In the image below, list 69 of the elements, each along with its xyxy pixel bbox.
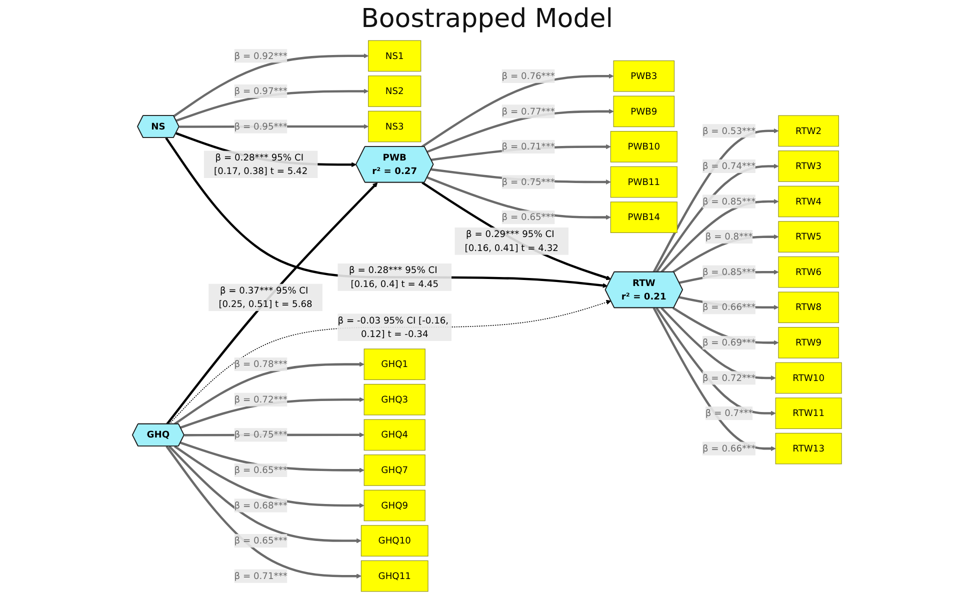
- edge-label: β = 0.71***: [502, 141, 555, 152]
- node-box: GHQ3: [364, 384, 426, 416]
- edge-label: β = 0.85***: [702, 266, 756, 278]
- edge-label: β = 0.8***: [705, 231, 753, 242]
- node-box: PWB9: [613, 96, 675, 128]
- edge-label: β = 0.97***: [234, 86, 288, 96]
- node-box: GHQ11: [360, 560, 428, 592]
- node-box: RTW8: [778, 292, 839, 324]
- edge-label: β = 0.65***: [502, 212, 555, 222]
- arrow: [422, 182, 612, 280]
- edge-label: β = 0.28*** 95% CI [0.17, 0.38] t = 5.42: [214, 152, 308, 176]
- arrow: [660, 307, 776, 380]
- edge-label: β = 0.95***: [234, 120, 288, 132]
- edge-label: β = 0.65***: [234, 464, 288, 476]
- node-box: PWB11: [610, 166, 678, 198]
- node-box: PWB3: [613, 60, 675, 92]
- edge-label: β = 0.72***: [702, 372, 756, 384]
- arrow: [174, 445, 364, 508]
- node-box: PWB14: [610, 202, 678, 233]
- node-box: RTW5: [778, 221, 839, 252]
- arrow: [166, 446, 362, 579]
- edge-label: β = 0.74***: [702, 160, 756, 172]
- edge-label: β = 0.72***: [234, 394, 288, 405]
- node-box: RTW11: [775, 398, 842, 429]
- node-box: RTW13: [775, 432, 842, 464]
- node-box: NS1: [368, 40, 422, 72]
- arrow: [173, 53, 369, 118]
- edge-label: β = 0.53***: [702, 125, 756, 136]
- node-box: GHQ7: [364, 454, 426, 486]
- node-box: RTW2: [778, 115, 839, 147]
- edge-label: β = 0.29*** 95% CI [0.16, 0.41] t = 4.32: [464, 228, 558, 254]
- edge-label: β = 0.85***: [702, 196, 756, 207]
- edge-label: β = 0.92***: [234, 50, 288, 62]
- edge-label: β = 0.75***: [502, 176, 555, 188]
- edge-label: β = 0.68***: [234, 500, 288, 511]
- edge-label: β = 0.7***: [705, 408, 753, 418]
- node-box: GHQ1: [364, 348, 426, 380]
- arrow: [174, 362, 364, 426]
- node-box: RTW3: [778, 150, 839, 182]
- arrow: [166, 182, 378, 425]
- edge-label: β = 0.78***: [234, 358, 288, 370]
- edge-label: β = 0.77***: [502, 106, 555, 117]
- edge-label: β = 0.69***: [702, 336, 756, 348]
- node-box: RTW10: [775, 362, 842, 394]
- node-box: NS2: [368, 76, 422, 107]
- node-box: RTW9: [778, 327, 839, 358]
- edge-label: β = 0.37*** 95% CI [0.25, 0.51] t = 5.68: [218, 284, 312, 310]
- node-box: RTW6: [778, 256, 839, 288]
- edge-label: β = 0.66***: [702, 442, 756, 454]
- node-box: GHQ10: [360, 525, 428, 556]
- node-box: PWB10: [610, 131, 678, 162]
- arrow: [421, 74, 614, 148]
- arrow: [656, 307, 776, 416]
- arrow: [165, 137, 608, 288]
- edge-label: β = 0.66***: [702, 302, 756, 313]
- edge-label: β = -0.03 95% CI [-0.16, 0.12] t = -0.34: [338, 314, 449, 340]
- diagram-title: Boostrapped Model: [360, 4, 614, 34]
- edge-label: β = 0.28*** 95% CI [0.16, 0.4] t = 4.45: [349, 264, 439, 290]
- node-box: GHQ9: [364, 490, 426, 522]
- arrow: [652, 307, 776, 452]
- edge-label: β = 0.76***: [502, 70, 555, 82]
- edge-label: β = 0.71***: [234, 570, 288, 582]
- node-box: RTW4: [778, 186, 839, 218]
- arrow: [168, 446, 362, 544]
- node-box: GHQ4: [364, 419, 426, 451]
- node-box: NS3: [368, 110, 422, 142]
- arrow: [168, 300, 612, 425]
- edge-label: β = 0.65***: [234, 535, 288, 546]
- edge-label: β = 0.75***: [234, 429, 288, 440]
